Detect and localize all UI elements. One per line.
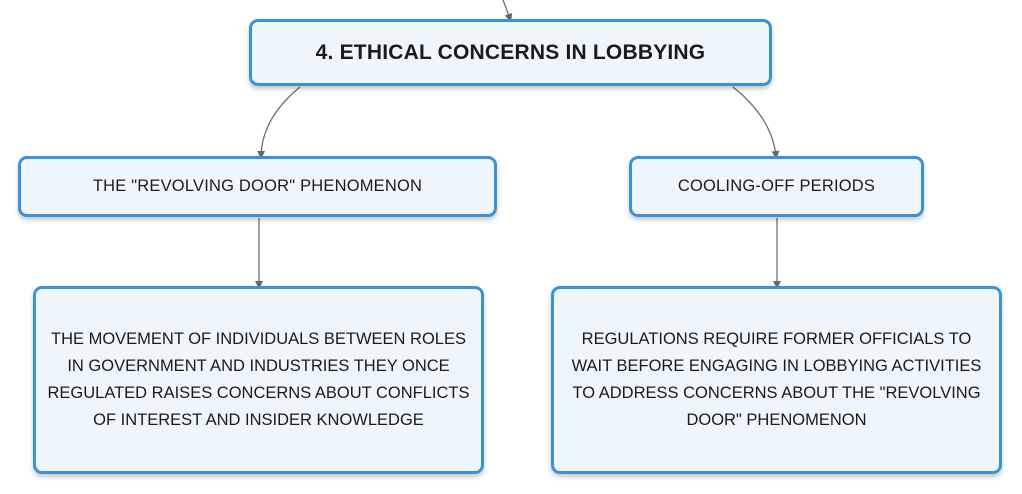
connector-root-to-cooling-off (732, 86, 780, 159)
root-node-title: 4. ETHICAL CONCERNS IN LOBBYING (315, 40, 706, 64)
detail-node-cooling-off-periods[interactable]: REGULATIONS REQUIRE FORMER OFFICIALS TO … (551, 286, 1002, 474)
connector-root-to-revolving-door (257, 86, 301, 159)
branch-node-revolving-door[interactable]: THE "REVOLVING DOOR" PHENOMENON (18, 156, 497, 217)
detail-node-text: THE MOVEMENT OF INDIVIDUALS BETWEEN ROLE… (47, 330, 470, 429)
branch-node-label: COOLING-OFF PERIODS (677, 177, 876, 195)
root-node[interactable]: 4. ETHICAL CONCERNS IN LOBBYING (249, 19, 772, 86)
connector-parent-to-root (502, 0, 513, 22)
detail-node-revolving-door[interactable]: THE MOVEMENT OF INDIVIDUALS BETWEEN ROLE… (33, 286, 484, 474)
branch-node-label: THE "REVOLVING DOOR" PHENOMENON (92, 177, 423, 195)
branch-node-cooling-off-periods[interactable]: COOLING-OFF PERIODS (629, 156, 924, 217)
detail-node-text: REGULATIONS REQUIRE FORMER OFFICIALS TO … (571, 330, 982, 429)
